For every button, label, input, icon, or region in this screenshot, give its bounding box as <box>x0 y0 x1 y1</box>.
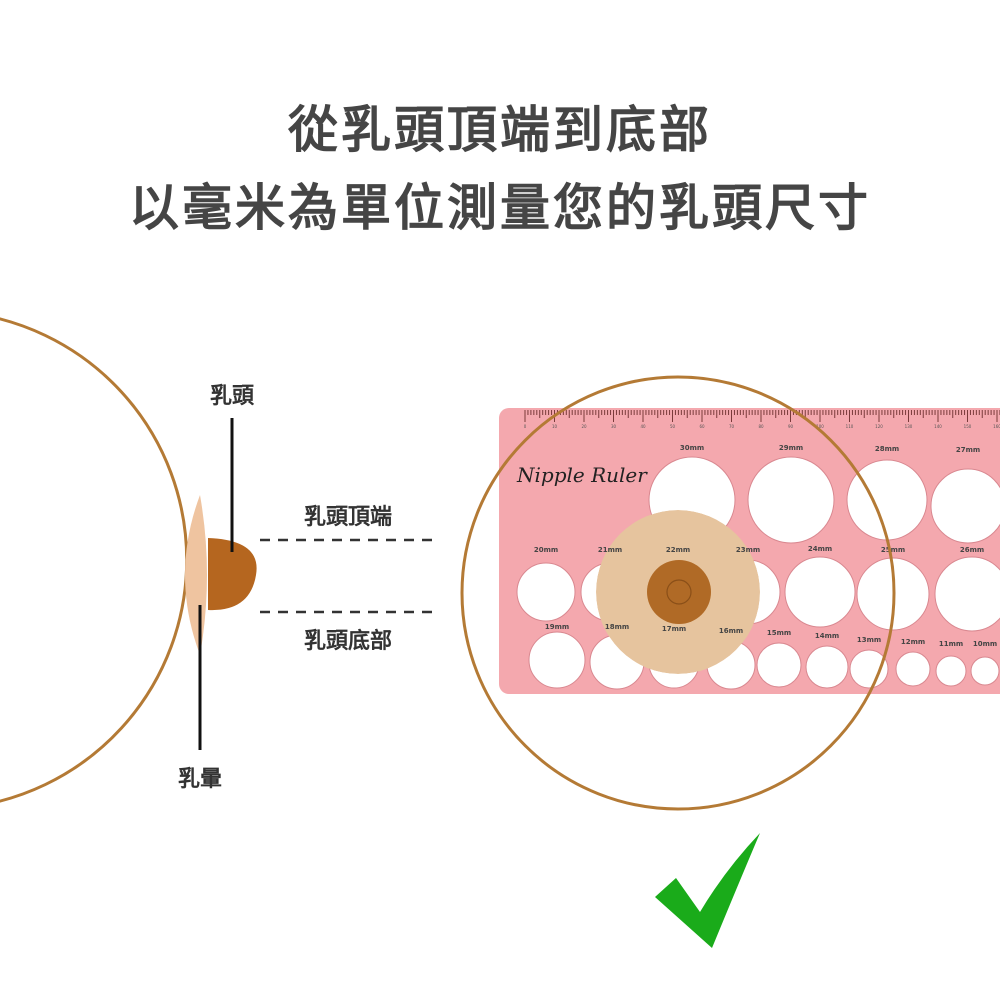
ruler-size-label: 20mm <box>534 546 558 554</box>
nipple-ruler: 0 10 20 30 40 50 60 70 80 90 100 110 120 130 140 150 160… <box>499 408 1000 694</box>
ruler-hole <box>930 468 1000 544</box>
ruler-size-label: 16mm <box>719 627 743 635</box>
ruler-scale-number: 30 <box>611 424 617 429</box>
ruler-scale-number: 110 <box>846 424 854 429</box>
ruler-hole <box>516 562 576 622</box>
ruler-size-label: 25mm <box>881 546 905 554</box>
ruler-size-label: 11mm <box>939 640 963 648</box>
checkmark-icon <box>655 833 760 948</box>
ruler-scale-number: 90 <box>788 424 794 429</box>
ruler-size-label: 29mm <box>779 444 803 452</box>
ruler-size-label: 14mm <box>815 632 839 640</box>
ruler-brand: Nipple Ruler <box>516 463 648 487</box>
ruler-scale-number: 0 <box>524 424 527 429</box>
ruler-size-label: 21mm <box>598 546 622 554</box>
ruler-scale-number: 140 <box>934 424 942 429</box>
ruler-size-labels: 30mm 29mm 28mm 27mm 20mm 21mm 22mm 23mm 24mm 25mm… <box>534 444 997 648</box>
ruler-size-label: 22mm <box>666 546 690 554</box>
nipple-top-label: 乳頭頂端 <box>304 504 392 530</box>
ruler-size-label: 18mm <box>605 623 629 631</box>
ruler-size-label: 30mm <box>680 444 704 452</box>
ruler-scale-number: 70 <box>729 424 735 429</box>
ruler-scale-number: 100 <box>816 424 824 429</box>
ruler-hole <box>849 649 889 689</box>
ruler-scale-number: 160 <box>993 424 1000 429</box>
nipple-disc <box>647 560 711 624</box>
ruler-size-label: 17mm <box>662 625 686 633</box>
ruler-hole <box>935 655 967 687</box>
ruler-hole <box>846 459 928 541</box>
ruler-hole <box>805 645 849 689</box>
ruler-scale-number: 10 <box>552 424 558 429</box>
ruler-hole <box>756 642 802 688</box>
ruler-hole <box>784 556 856 628</box>
ruler-size-label: 26mm <box>960 546 984 554</box>
ruler-scale-number: 60 <box>699 424 705 429</box>
ruler-size-label: 12mm <box>901 638 925 646</box>
ruler-scale-number: 50 <box>670 424 676 429</box>
ruler-hole <box>895 651 931 687</box>
ruler-scale-number: 20 <box>581 424 587 429</box>
ruler-hole <box>528 631 586 689</box>
ruler-hole <box>970 656 1000 686</box>
breast-outline <box>0 317 189 803</box>
ruler-size-label: 10mm <box>973 640 997 648</box>
ruler-scale-number: 80 <box>758 424 764 429</box>
ruler-holes <box>516 456 1000 690</box>
ruler-size-label: 13mm <box>857 636 881 644</box>
nipple-center-ring <box>666 579 692 605</box>
ruler-scale-number: 40 <box>640 424 646 429</box>
title-line-1: 從乳頭頂端到底部 <box>288 101 712 159</box>
magnifier-outline <box>460 375 896 811</box>
areola-shape <box>185 495 207 655</box>
ruler-size-label: 28mm <box>875 445 899 453</box>
ruler-size-label: 15mm <box>767 629 791 637</box>
title-line-2: 以毫米為單位測量您的乳頭尺寸 <box>129 179 871 237</box>
ruler-scale-number: 130 <box>905 424 913 429</box>
ruler-size-label: 23mm <box>736 546 760 554</box>
ruler-size-label: 24mm <box>808 545 832 553</box>
nipple-shape <box>208 538 257 611</box>
ruler-scale: 0 10 20 30 40 50 60 70 80 90 100 110 120 130 140 150 160 <box>524 410 1000 429</box>
areola-label: 乳暈 <box>178 766 222 792</box>
nipple-base-label: 乳頭底部 <box>304 628 392 654</box>
ruler-scale-number: 120 <box>875 424 883 429</box>
nipple-label: 乳頭 <box>210 383 255 409</box>
ruler-scale-number: 150 <box>964 424 972 429</box>
breast-side-diagram: 乳頭 乳暈 乳頭頂端 乳頭底部 <box>0 317 436 803</box>
ruler-hole <box>934 556 1000 632</box>
ruler-size-label: 27mm <box>956 446 980 454</box>
ruler-size-label: 19mm <box>545 623 569 631</box>
ruler-hole <box>747 456 835 544</box>
